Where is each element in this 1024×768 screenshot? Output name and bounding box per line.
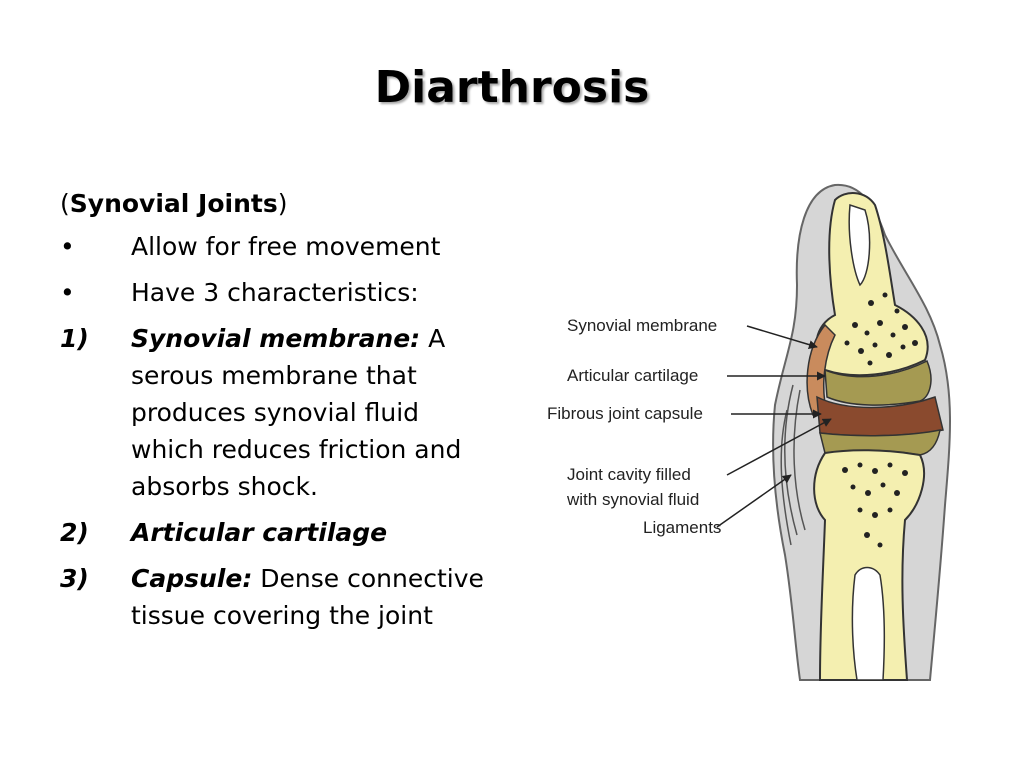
slide-content: (Synovial Joints) • Allow for free movem…: [60, 185, 490, 643]
number-marker: 2): [60, 518, 89, 547]
label-joint-cavity-line1: Joint cavity filled: [567, 465, 691, 484]
number-marker: 1): [60, 324, 89, 353]
label-synovial-membrane: Synovial membrane: [567, 316, 717, 335]
synovial-joint-diagram: Synovial membrane Articular cartilage Fi…: [547, 183, 951, 681]
ligaments: [780, 384, 806, 546]
spongy-bone-dots-upper: [844, 292, 918, 366]
label-fibrous-capsule: Fibrous joint capsule: [547, 404, 703, 423]
description: Dense connective tissue covering the joi…: [131, 564, 484, 630]
numbered-item: 2) Articular cartilage: [60, 514, 490, 551]
articular-cartilage-upper: [824, 359, 932, 406]
upper-bone: [815, 192, 929, 377]
description: A serous membrane that produces synovial…: [131, 324, 462, 501]
label-joint-cavity-line2: with synovial fluid: [566, 490, 699, 509]
bullet-item: • Allow for free movement: [60, 228, 490, 265]
term: Synovial membrane:: [131, 324, 421, 353]
subtitle-bold: Synovial Joints: [69, 189, 278, 218]
numbered-item: 3) Capsule: Dense connective tissue cove…: [60, 560, 490, 634]
term: Articular cartilage: [131, 518, 388, 547]
lower-marrow: [851, 566, 885, 681]
numbered-text: Articular cartilage: [131, 514, 490, 551]
lower-bone: [813, 449, 925, 681]
bullet-text: Allow for free movement: [131, 232, 441, 261]
spongy-bone-dots-lower: [842, 462, 908, 548]
label-ligaments: Ligaments: [643, 518, 721, 537]
upper-marrow: [848, 203, 871, 287]
subtitle: (Synovial Joints): [60, 185, 490, 222]
bullet-marker: •: [60, 232, 75, 261]
number-marker: 3): [60, 564, 89, 593]
bullet-marker: •: [60, 278, 75, 307]
numbered-text: Synovial membrane: A serous membrane tha…: [131, 320, 490, 505]
label-articular-cartilage: Articular cartilage: [567, 366, 698, 385]
slide-title: Diarthrosis: [374, 62, 650, 113]
bullet-text: Have 3 characteristics:: [131, 278, 419, 307]
leader-arrows: [716, 325, 832, 528]
numbered-item: 1) Synovial membrane: A serous membrane …: [60, 320, 490, 505]
subtitle-close-paren: ): [277, 189, 288, 218]
numbered-text: Capsule: Dense connective tissue coverin…: [131, 560, 490, 634]
subtitle-open-paren: (: [60, 189, 70, 218]
bullet-item: • Have 3 characteristics:: [60, 274, 490, 311]
term: Capsule:: [131, 564, 253, 593]
